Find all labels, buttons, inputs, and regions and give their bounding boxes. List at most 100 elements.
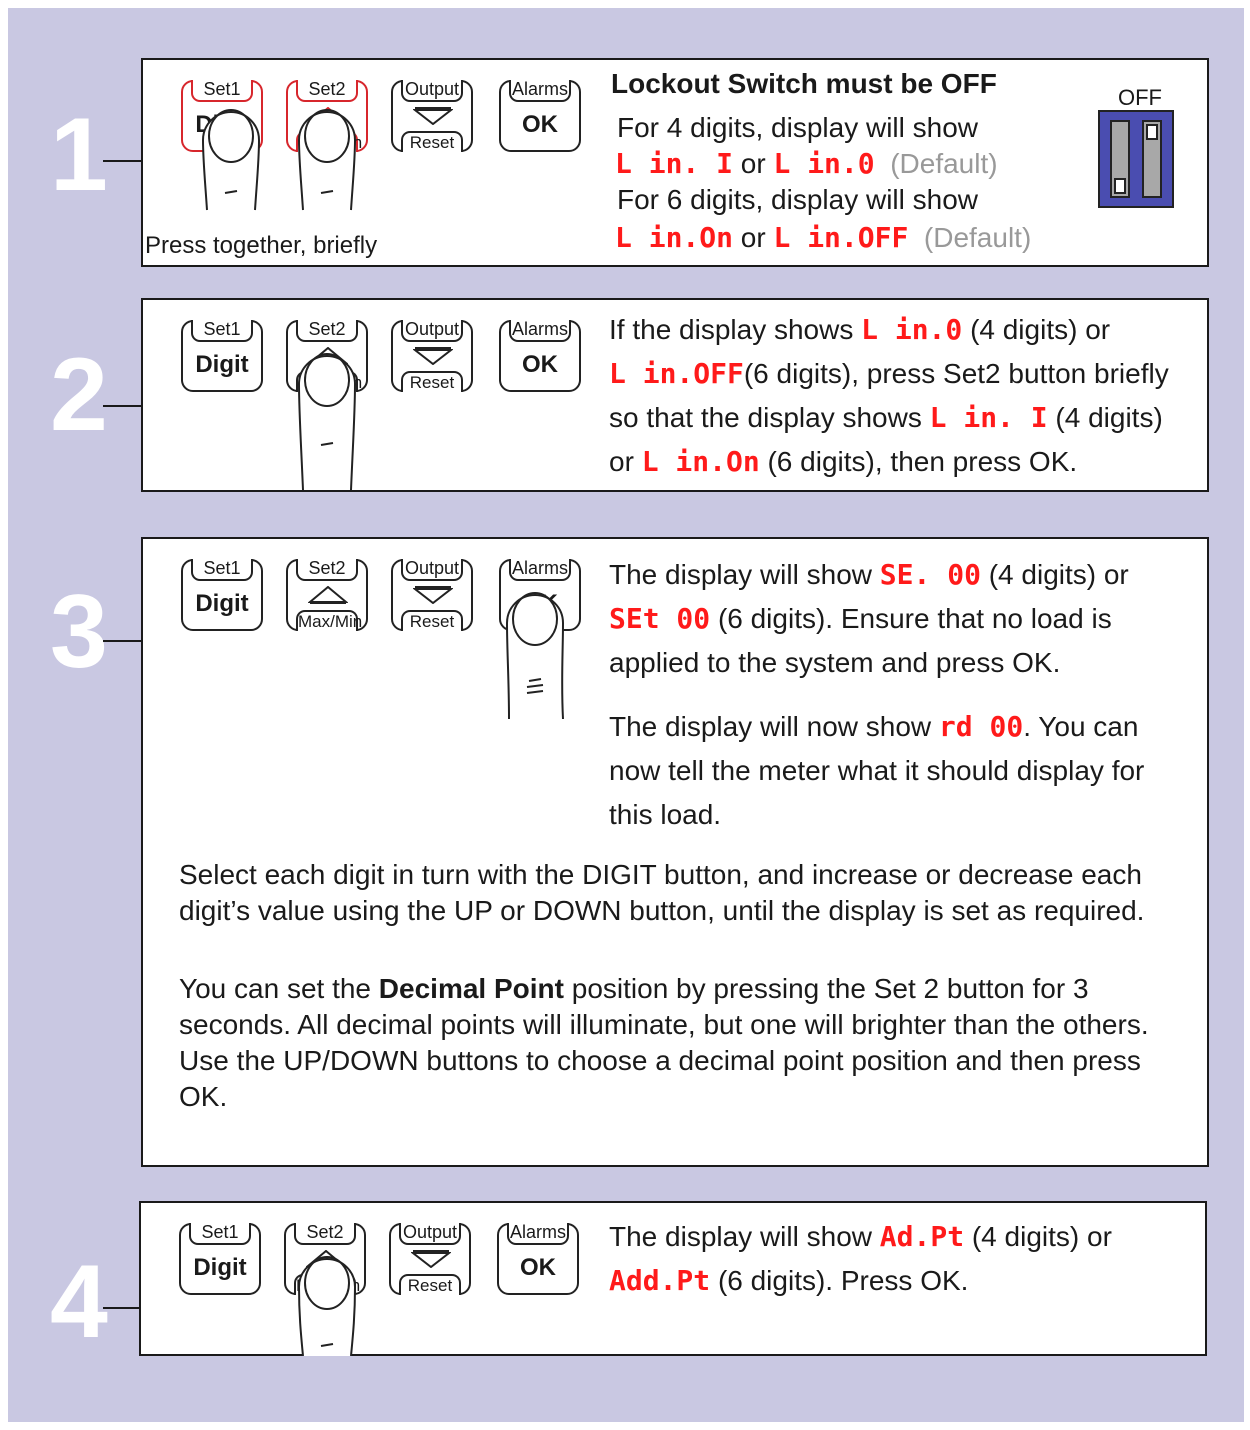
paragraph-text: position by pressing the Set 2 button fo… xyxy=(179,973,1149,1112)
key-top-label: Set2 xyxy=(296,559,358,581)
output-down-key[interactable]: Output Reset xyxy=(389,1223,471,1295)
set1-digit-key[interactable]: Set1 Digit xyxy=(179,1223,261,1295)
six-digit-options: L in.On or L in.OFF (Default) xyxy=(615,220,1031,256)
key-top-label: Alarms xyxy=(509,559,571,581)
output-down-key[interactable]: Output Reset xyxy=(391,80,473,152)
down-arrow-icon xyxy=(413,586,453,604)
key-bottom-label: Reset xyxy=(401,371,463,392)
key-top-label: Set1 xyxy=(191,80,253,102)
step-text: so that the display shows xyxy=(609,402,922,433)
set1-digit-key[interactable]: Set1 Digit xyxy=(181,320,263,392)
step-text: (6 digits). Ensure that no load is xyxy=(717,603,1112,634)
step-4-line-2: Add.Pt (6 digits). Press OK. xyxy=(609,1263,968,1299)
key-top-label: Alarms xyxy=(509,80,571,102)
switch-knob xyxy=(1146,124,1158,140)
step-2-line-3: so that the display shows L in. I (4 dig… xyxy=(609,400,1163,436)
decimal-point-paragraph: You can set the Decimal Point position b… xyxy=(179,971,1189,1115)
key-top-label: Output xyxy=(401,320,463,342)
key-bottom-label: Reset xyxy=(401,610,463,631)
key-bottom-label: Max/Min xyxy=(296,610,363,631)
step-text: The display will now show xyxy=(609,711,932,742)
step-3-line-1: The display will show SE. 00 (4 digits) … xyxy=(609,557,1129,593)
step-number: 1 xyxy=(50,97,108,213)
output-down-key[interactable]: Output Reset xyxy=(391,320,473,392)
key-top-label: Alarms xyxy=(507,1223,569,1245)
step-leader-line xyxy=(103,1307,143,1309)
segment-display-text: L in. I xyxy=(929,401,1048,434)
or-text: or xyxy=(740,222,766,253)
key-main-label: OK xyxy=(520,1254,556,1281)
or-text: or xyxy=(740,148,766,179)
segment-display-text: L in.OFF xyxy=(773,221,909,254)
key-top-label: Output xyxy=(401,559,463,581)
segment-display-text: L in.OFF xyxy=(609,357,744,390)
segment-display-text: Ad.Pt xyxy=(879,1220,965,1253)
step-text: (6 digits). Press OK. xyxy=(717,1265,969,1296)
press-together-caption: Press together, briefly xyxy=(145,232,378,259)
key-main-label: Digit xyxy=(195,351,249,378)
key-main-label: Digit xyxy=(193,1254,247,1281)
step-3-box: Set1 Digit Set2 Max/Min Output Reset Ala… xyxy=(141,537,1209,1167)
segment-display-text: L in.0 xyxy=(773,147,875,180)
alarms-ok-key[interactable]: Alarms OK xyxy=(497,1223,579,1295)
step-2-box: Set1 Digit Set2 Max/Min Output Reset Ala… xyxy=(141,298,1209,492)
four-digit-options: L in. I or L in.0 (Default) xyxy=(615,146,998,182)
paragraph-text: You can set the xyxy=(179,973,372,1004)
step-2-line-1: If the display shows L in.0 (4 digits) o… xyxy=(609,312,1110,348)
step-3-line-6: this load. xyxy=(609,799,722,830)
step-3-line-4: The display will now show rd 00. You can xyxy=(609,709,1138,745)
up-arrow-icon xyxy=(308,586,348,604)
key-top-label: Set2 xyxy=(294,1223,356,1245)
lockout-switch[interactable] xyxy=(1098,110,1174,208)
alarms-ok-key[interactable]: Alarms OK xyxy=(499,320,581,392)
segment-display-text: L in. I xyxy=(615,147,734,180)
set2-up-key[interactable]: Set2 Max/Min xyxy=(286,559,368,631)
key-top-label: Set1 xyxy=(191,320,253,342)
key-top-label: Set2 xyxy=(296,320,358,342)
step-text: (4 digits) xyxy=(1055,402,1163,433)
key-bottom-label: Reset xyxy=(401,131,463,152)
step-1-box: Set1 Digit Set2 Max/Min Output Reset Ala… xyxy=(141,58,1209,267)
key-main-label: Digit xyxy=(195,590,249,617)
segment-display-text: rd 00 xyxy=(938,710,1024,743)
lockout-heading: Lockout Switch must be OFF xyxy=(611,68,997,99)
digit-select-paragraph: Select each digit in turn with the DIGIT… xyxy=(179,859,1145,926)
step-text: or xyxy=(609,446,634,477)
switch-slot xyxy=(1142,120,1162,198)
step-2-line-2: L in.OFF(6 digits), press Set2 button br… xyxy=(609,356,1169,392)
finger-icon xyxy=(505,592,565,720)
step-3-line-3: applied to the system and press OK. xyxy=(609,647,1061,678)
step-3-line-5: now tell the meter what it should displa… xyxy=(609,755,1145,786)
six-digit-line: For 6 digits, display will show xyxy=(617,184,979,215)
set1-digit-key[interactable]: Set1 Digit xyxy=(181,559,263,631)
finger-icon xyxy=(297,1256,357,1356)
step-text: (4 digits) or xyxy=(971,1221,1112,1252)
key-top-label: Alarms xyxy=(509,320,571,342)
down-arrow-icon xyxy=(411,1250,451,1268)
step-leader-line xyxy=(103,640,143,642)
step-4-line-1: The display will show Ad.Pt (4 digits) o… xyxy=(609,1219,1112,1255)
step-3-line-2: SEt 00 (6 digits). Ensure that no load i… xyxy=(609,601,1112,637)
output-down-key[interactable]: Output Reset xyxy=(391,559,473,631)
key-top-label: Output xyxy=(401,80,463,102)
step-text: (6 digits), then press OK. xyxy=(767,446,1078,477)
step-text: (6 digits), press Set2 button briefly xyxy=(743,358,1169,389)
key-top-label: Output xyxy=(399,1223,461,1245)
alarms-ok-key[interactable]: Alarms OK xyxy=(499,80,581,152)
key-top-label: Set1 xyxy=(189,1223,251,1245)
step-text: . You can xyxy=(1023,711,1139,742)
segment-display-text: L in.On xyxy=(641,445,760,478)
step-number: 4 xyxy=(50,1244,108,1360)
step-text: If the display shows xyxy=(609,314,854,345)
finger-icon xyxy=(201,109,261,211)
switch-off-label: OFF xyxy=(1118,85,1162,110)
step-text: (4 digits) or xyxy=(970,314,1111,345)
segment-display-text: L in.On xyxy=(615,221,734,254)
key-main-label: OK xyxy=(522,351,558,378)
key-top-label: Set2 xyxy=(296,80,358,102)
step-4-box: Set1 Digit Set2 Max/Min Output Reset Ala… xyxy=(139,1201,1207,1356)
segment-display-text: SE. 00 xyxy=(879,558,981,591)
switch-knob xyxy=(1114,178,1126,194)
step-leader-line xyxy=(103,160,143,162)
key-main-label: OK xyxy=(522,111,558,138)
